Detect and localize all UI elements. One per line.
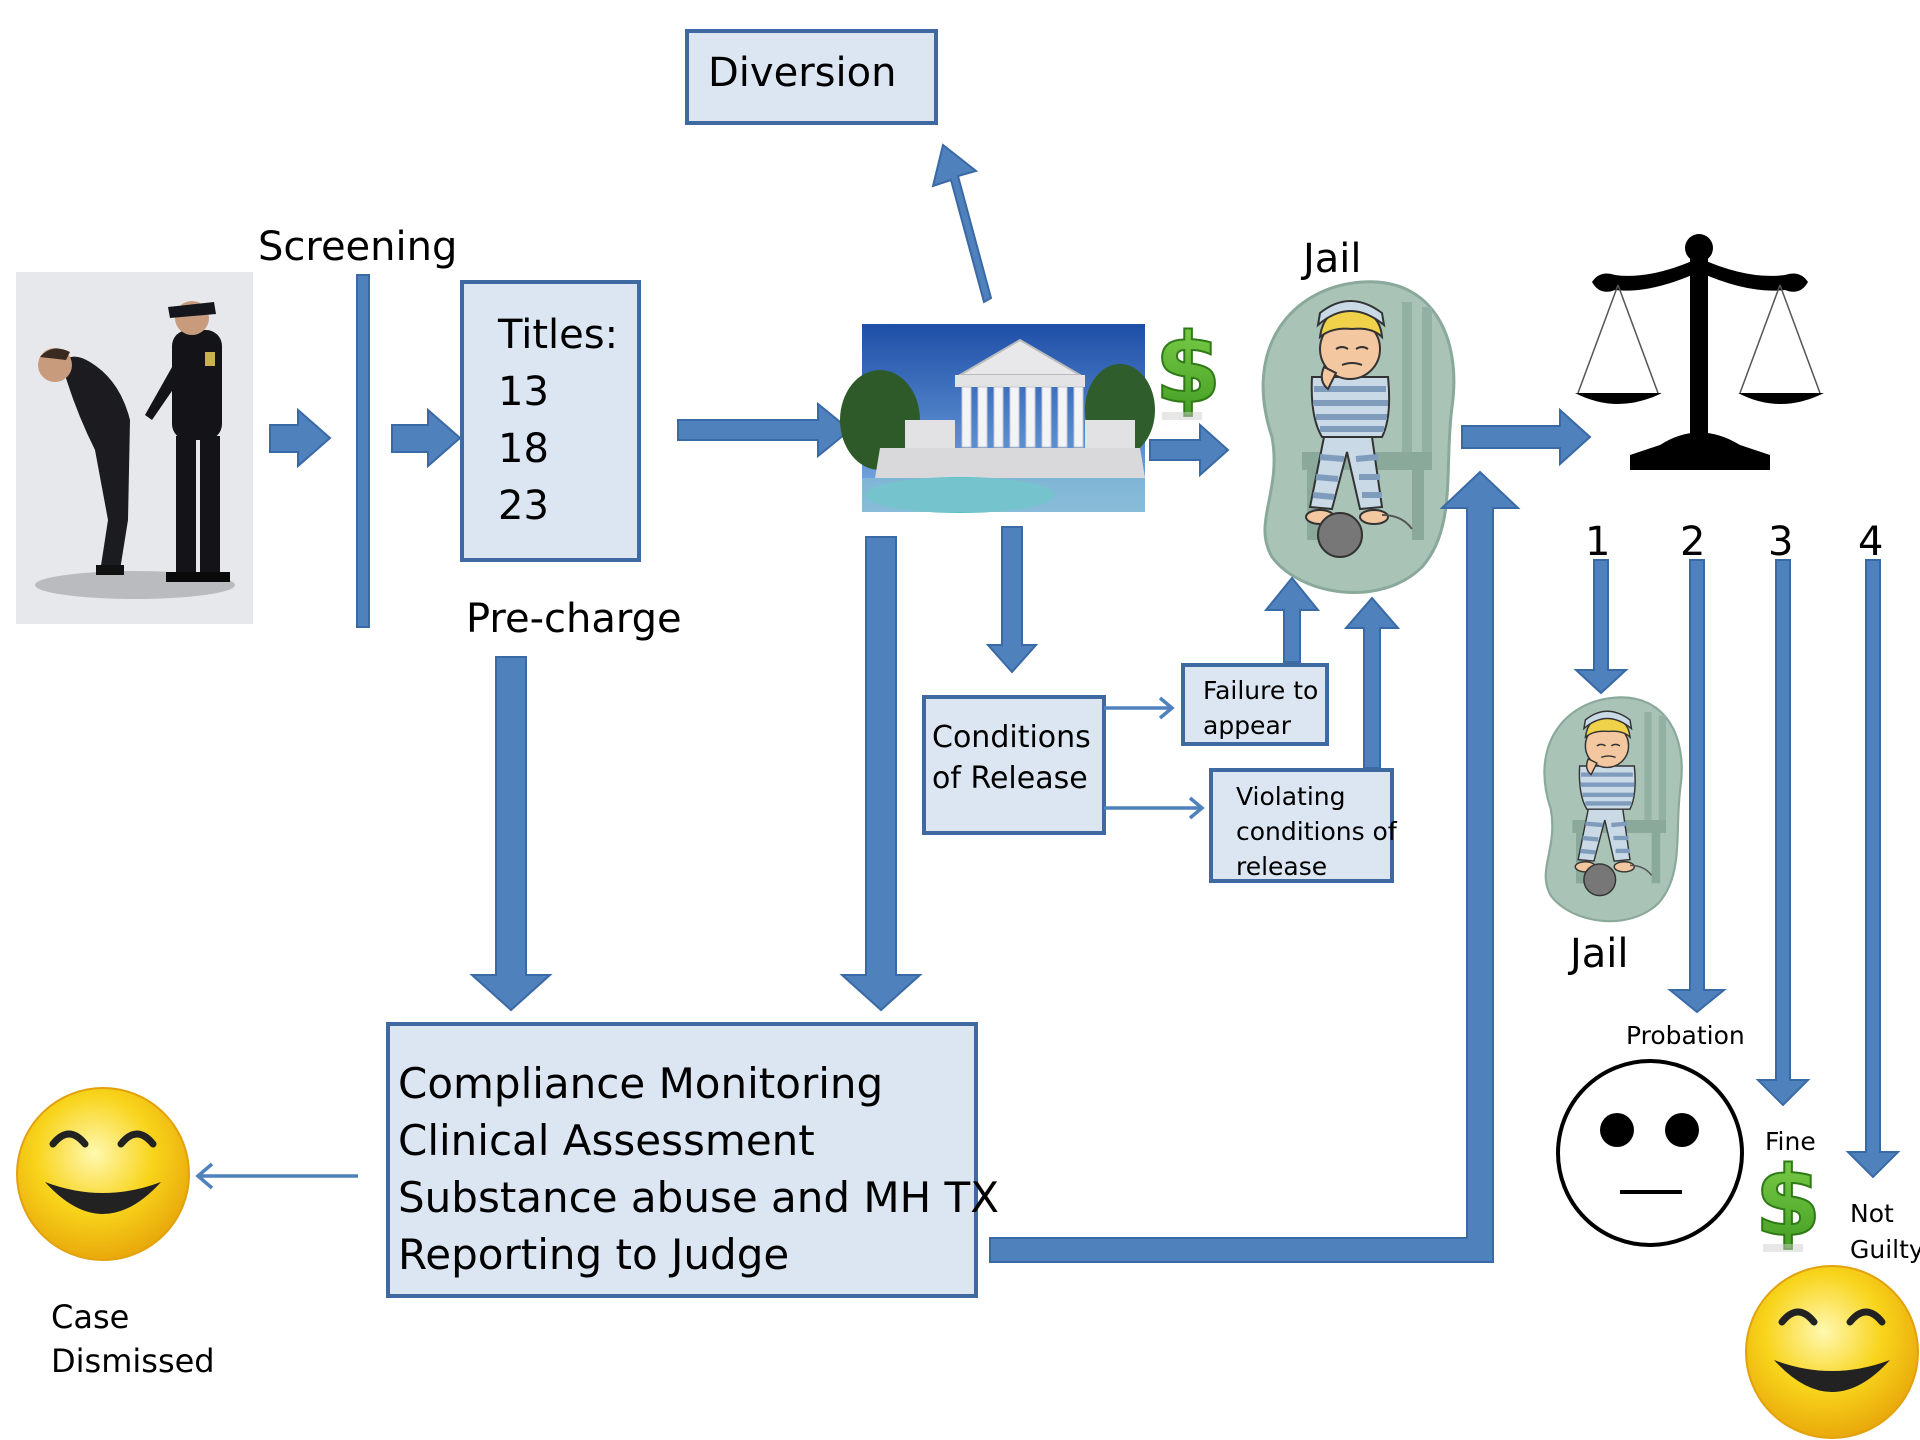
courthouse-photo (840, 324, 1155, 513)
arrow-court-to-conditions (985, 526, 1039, 674)
arrow-outcome-probation (1667, 559, 1727, 1014)
arrow-violating-to-jail (1343, 596, 1401, 769)
arrow-court-to-diversion (931, 143, 993, 304)
dollar-icon (1753, 1145, 1823, 1259)
smiley-face-icon (17, 1088, 189, 1260)
arrowhead (195, 1162, 214, 1190)
arrow-outcome-not-guilty (1845, 559, 1901, 1179)
conditions-line: of Release (932, 761, 1088, 796)
case-dismissed-label: Dismissed (51, 1342, 215, 1380)
titles-item: 18 (498, 426, 549, 472)
failure-line: Failure to (1203, 676, 1318, 705)
arrow-outcome-jail (1573, 559, 1629, 695)
arrow-screening-to-titles (391, 407, 462, 469)
arrow-failure-to-jail (1263, 576, 1321, 663)
failure-line: appear (1203, 711, 1292, 740)
probation-label: Probation (1626, 1021, 1745, 1050)
failure-to-appear-box: Failure to appear (1181, 663, 1329, 746)
outcome-number: 4 (1858, 519, 1883, 565)
arrest-photo (16, 272, 253, 624)
violating-line: release (1236, 852, 1327, 881)
violating-line: conditions of (1236, 817, 1398, 846)
diversion-label: Diversion (708, 50, 896, 96)
jail-bottom-label: Jail (1567, 931, 1629, 977)
compliance-line: Substance abuse and MH TX (398, 1173, 999, 1222)
compliance-line: Clinical Assessment (398, 1116, 815, 1165)
arrow-arrest-to-screening (269, 407, 332, 469)
outcome-number: 3 (1768, 519, 1793, 565)
prisoner-icon (1544, 697, 1681, 921)
arrow-precharge-to-compliance (469, 656, 553, 1012)
compliance-line: Compliance Monitoring (398, 1059, 883, 1108)
arrowhead (1188, 796, 1205, 820)
arrow-outcome-fine (1755, 559, 1811, 1107)
screening-barrier (356, 274, 370, 628)
smiley-face-icon (1746, 1266, 1918, 1438)
dollar-icon (1153, 312, 1223, 426)
titles-item: 13 (498, 369, 549, 415)
titles-box: Titles: 13 18 23 (460, 280, 641, 562)
compliance-line: Reporting to Judge (398, 1230, 789, 1279)
screening-label: Screening (258, 224, 457, 270)
violating-line: Violating (1236, 782, 1346, 811)
diversion-box: Diversion (685, 29, 938, 125)
violating-conditions-box: Violating conditions of release (1209, 768, 1398, 883)
pre-charge-label: Pre-charge (466, 596, 682, 642)
arrow-court-to-jail (1149, 422, 1230, 478)
not-guilty-label: Guilty (1850, 1235, 1920, 1264)
titles-item: 23 (498, 483, 549, 529)
outcome-number: 1 (1585, 519, 1610, 565)
jail-top-label: Jail (1300, 236, 1362, 282)
titles-heading: Titles: (497, 312, 618, 358)
conditions-of-release-box: Conditions of Release (922, 695, 1106, 835)
arrow-jail-to-scales (1461, 407, 1592, 467)
arrow-compliance-to-jail (989, 470, 1521, 1263)
not-guilty-label: Not (1850, 1199, 1894, 1228)
arrow-court-to-compliance (839, 536, 923, 1012)
arrowhead (1158, 696, 1175, 720)
neutral-face-icon (1556, 1059, 1744, 1247)
case-dismissed-label: Case (51, 1298, 129, 1336)
scales-of-justice-icon (1575, 234, 1824, 470)
conditions-line: Conditions (932, 720, 1091, 755)
prisoner-icon (1263, 282, 1454, 593)
arrow-titles-to-court (677, 401, 852, 459)
outcome-number: 2 (1680, 519, 1705, 565)
compliance-monitoring-box: Compliance Monitoring Clinical Assessmen… (386, 1022, 999, 1298)
